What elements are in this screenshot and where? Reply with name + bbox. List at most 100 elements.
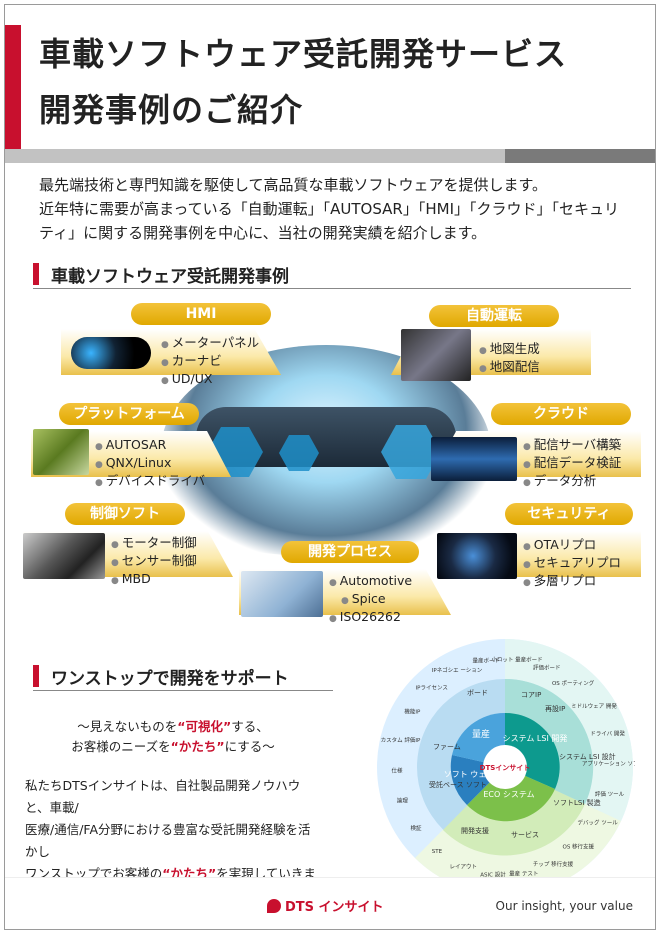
security-image bbox=[437, 533, 517, 579]
wheel-center-logo: DTSインサイト bbox=[480, 764, 531, 772]
wheel-outer-label: OS ポーティング bbox=[552, 679, 595, 687]
wheel-outer-label: OS 移行支援 bbox=[562, 842, 594, 850]
case-item: 地図配信 bbox=[479, 359, 540, 377]
case-items-security: OTAリプロ セキュアリプロ 多層リプロ bbox=[523, 537, 621, 591]
service-wheel: DTSインサイト 量産 ソフト ウェア システム LSI 開発 ECO システム… bbox=[377, 639, 635, 895]
page-title-line1: 車載ソフトウェア受託開発サービス bbox=[39, 35, 568, 73]
tagline-text: お客様のニーズを bbox=[71, 739, 171, 754]
wheel-outer-label: 検証 bbox=[411, 824, 423, 832]
meter-panel-image bbox=[71, 337, 151, 369]
case-items-platform: AUTOSAR QNX/Linux デバイスドライバ bbox=[95, 437, 205, 491]
document-page: 車載ソフトウェア受託開発サービス 開発事例のご紹介 最先端技術と専門知識を駆使し… bbox=[4, 4, 656, 930]
wheel-core-label: 量産 bbox=[472, 728, 490, 740]
wheel-middle-label: コアIP bbox=[521, 691, 541, 699]
case-item: メーターパネル bbox=[161, 335, 259, 353]
wheel-middle-label: ファーム bbox=[433, 743, 461, 751]
section-title: ワンストップで開発をサポート bbox=[51, 669, 289, 689]
slogan: Our insight, your value bbox=[495, 899, 633, 913]
wheel-core-eco bbox=[467, 767, 555, 822]
case-items-hmi: メーターパネル カーナビ UD/UX bbox=[161, 335, 259, 389]
title-divider-dark bbox=[505, 149, 655, 163]
wheel-middle-label: ボード bbox=[467, 689, 488, 697]
wheel-outer-label: ASIC 設計 bbox=[480, 870, 506, 878]
section-accent-bar bbox=[33, 665, 39, 687]
wheel-outer-label: 量産 テスト bbox=[509, 869, 538, 877]
logo-text: DTS インサイト bbox=[285, 900, 384, 915]
case-item: データ分析 bbox=[523, 473, 621, 491]
wheel-center bbox=[483, 745, 527, 789]
case-label-hmi: HMI bbox=[131, 303, 271, 325]
case-items-cloud: 配信サーバ構築 配信データ検証 データ分析 bbox=[523, 437, 622, 491]
intro-text: 最先端技術と専門知識を駆使して高品質な車載ソフトウェアを提供します。 近年特に需… bbox=[39, 173, 639, 245]
case-item: 多層リプロ bbox=[523, 573, 621, 591]
wheel-outer-label: デバッグ ツール bbox=[578, 818, 619, 826]
case-item: Automotive bbox=[329, 573, 412, 591]
wheel-outer-label: チップ 移行支援 bbox=[533, 860, 574, 868]
case-item: モーター制御 bbox=[111, 535, 197, 553]
body-line: 私たちDTSインサイトは、自社製品開発ノウハウと、車載/ bbox=[25, 778, 301, 815]
case-item: ISO26262 bbox=[329, 609, 412, 627]
tagline-text: する、 bbox=[231, 719, 269, 734]
tagline-text: にする～ bbox=[224, 739, 275, 754]
title-divider-light bbox=[5, 149, 505, 163]
case-item: 配信サーバ構築 bbox=[523, 437, 621, 455]
process-image bbox=[241, 571, 323, 617]
tagline-line: ～見えないものを“可視化”する、 bbox=[25, 717, 321, 737]
title-accent-bar bbox=[5, 25, 21, 149]
wheel-outer-label: ミドルウェア 開発 bbox=[571, 702, 617, 710]
case-label-security: セキュリティ bbox=[505, 503, 633, 525]
case-item: QNX/Linux bbox=[95, 455, 205, 473]
section-heading-onestop: ワンストップで開発をサポート bbox=[33, 661, 333, 691]
wheel-middle-label: サービス bbox=[511, 830, 539, 839]
case-item: セキュアリプロ bbox=[523, 555, 621, 573]
case-item: センサー制御 bbox=[111, 553, 197, 571]
wheel-core-label: システム LSI 開発 bbox=[503, 734, 568, 743]
case-item: Spice bbox=[329, 591, 412, 609]
wheel-outer-label: 評価ボード bbox=[533, 663, 561, 671]
case-item: デバイスドライバ bbox=[95, 473, 205, 491]
body-line: 医療/通信/FA分野における豊富な受託開発経験を活かし bbox=[25, 822, 311, 859]
case-label-autonomous: 自動運転 bbox=[429, 305, 559, 327]
wheel-middle-label: 開発支援 bbox=[461, 826, 489, 835]
map-image bbox=[401, 329, 471, 381]
wheel-middle-label: システム LSI 設計 bbox=[559, 752, 616, 761]
wheel-outer-label: IPライセンス bbox=[416, 685, 448, 692]
tagline: ～見えないものを“可視化”する、 お客様のニーズを“かたち”にする～ bbox=[25, 717, 321, 757]
case-item: UD/UX bbox=[161, 371, 259, 389]
wheel-outer-label: STE bbox=[432, 849, 443, 855]
page-title-line2: 開発事例のご紹介 bbox=[39, 91, 304, 129]
intro-line: 最先端技術と専門知識を駆使して高品質な車載ソフトウェアを提供します。 bbox=[39, 176, 548, 194]
onestop-body: 私たちDTSインサイトは、自社製品開発ノウハウと、車載/ 医療/通信/FA分野に… bbox=[25, 775, 321, 907]
section-heading-cases: 車載ソフトウェア受託開発事例 bbox=[33, 259, 631, 289]
wheel-outer-label: IPネゴシエ ーション bbox=[432, 666, 483, 674]
logo-mark-icon bbox=[267, 899, 281, 913]
case-label-platform: プラットフォーム bbox=[59, 403, 199, 425]
case-items-process: Automotive Spice ISO26262 bbox=[329, 573, 412, 627]
wheel-outer-label: 量産ボード bbox=[472, 657, 500, 665]
intro-line: ティ」に関する開発事例を中心に、当社の開発実績を紹介します。 bbox=[39, 224, 487, 242]
section-accent-bar bbox=[33, 263, 39, 285]
board-image bbox=[33, 429, 89, 475]
case-label-cloud: クラウド bbox=[491, 403, 631, 425]
case-item: 配信データ検証 bbox=[523, 455, 622, 473]
wheel-outer-label: 論理 bbox=[397, 797, 409, 805]
tagline-text: ～見えないものを bbox=[77, 719, 178, 734]
wheel-outer-label: 機能IP bbox=[404, 708, 421, 716]
wheel-outer-label: アプリケーション ソフト bbox=[582, 761, 635, 768]
wheel-outer-label: カスタム 評価IP bbox=[381, 736, 421, 744]
wheel-middle-label: 受託ベース ソフト bbox=[429, 780, 487, 789]
wheel-outer-label: 仕様 bbox=[392, 766, 404, 774]
wheel-outer-label: ドライバ 開発 bbox=[590, 729, 625, 737]
case-label-process: 開発プロセス bbox=[281, 541, 419, 563]
case-label-control: 制御ソフト bbox=[65, 503, 185, 525]
wheel-outer-label: レイアウト bbox=[450, 863, 478, 871]
case-item: MBD bbox=[111, 571, 197, 589]
case-diagram: HMI メーターパネル カーナビ UD/UX 自動運転 地図生成 地図配信 プラ… bbox=[21, 297, 641, 637]
case-item: 地図生成 bbox=[479, 341, 540, 359]
wheel-middle-label: 再設IP bbox=[545, 704, 565, 713]
cloud-image bbox=[431, 437, 517, 481]
case-item: カーナビ bbox=[161, 353, 259, 371]
company-logo: DTS インサイト bbox=[267, 896, 384, 915]
case-items-control: モーター制御 センサー制御 MBD bbox=[111, 535, 197, 589]
